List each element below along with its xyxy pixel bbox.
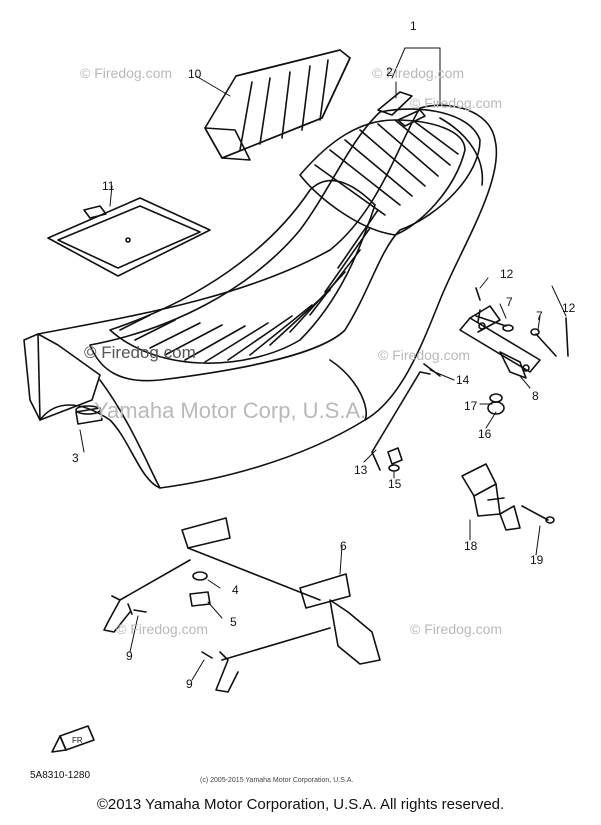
- callout-8: 8: [532, 389, 539, 403]
- callout-11: 11: [102, 179, 115, 193]
- bolt-part-19: [521, 505, 555, 524]
- callout-6: 6: [340, 539, 347, 553]
- hinge-frame-part-6: [103, 517, 381, 693]
- callout-1: 1: [410, 19, 417, 33]
- leader-lines: [79, 47, 567, 681]
- nut-part-5: [189, 591, 211, 607]
- callout-12: 12: [562, 301, 576, 315]
- callout-9: 9: [186, 677, 193, 691]
- bolt-part-9-lower: [201, 651, 213, 659]
- damper-part-17: [487, 393, 505, 415]
- bolt-part-7-right: [475, 309, 514, 332]
- callout-3: 3: [72, 451, 79, 465]
- callout-15: 15: [388, 477, 402, 491]
- watermark-firedog: © Firedog.com: [80, 65, 172, 81]
- watermark-firedog: © Firedog.com: [116, 621, 208, 637]
- callout-7: 7: [536, 309, 543, 323]
- damper-part-3: [75, 405, 103, 425]
- watermark-yamaha: Yamaha Motor Corp, U.S.A.: [94, 398, 366, 423]
- front-direction-marker: [51, 725, 95, 753]
- clamp-part-15: [387, 447, 403, 472]
- image-copyright: (c) 2005-2015 Yamaha Motor Corporation, …: [200, 777, 353, 784]
- callout-7: 7: [506, 295, 513, 309]
- seat-assembly: [23, 91, 498, 489]
- rod-part-13: [371, 371, 431, 471]
- seat-lock-part-18: [461, 463, 521, 531]
- watermark-firedog: © Firedog.com: [378, 347, 470, 363]
- callout-19: 19: [530, 553, 544, 567]
- callout-13: 13: [354, 463, 368, 477]
- callout-9: 9: [126, 649, 133, 663]
- watermark-firedog: © Firedog.com: [410, 621, 502, 637]
- pin-part-14: [423, 363, 441, 377]
- rear-bracket-part-8: [459, 305, 541, 379]
- footer-copyright: ©2013 Yamaha Motor Corporation, U.S.A. A…: [96, 796, 505, 813]
- watermark-firedog: © Firedog.com: [84, 343, 196, 362]
- fr-label: FR: [72, 736, 83, 745]
- bolt-part-9-upper: [127, 603, 147, 615]
- bolt-part-7-left: [530, 328, 557, 357]
- part-code: 5A8310-1280: [30, 770, 90, 781]
- storage-tray-part-10: [204, 49, 351, 161]
- callout-10: 10: [188, 67, 202, 81]
- callout-12: 12: [500, 267, 514, 281]
- callout-5: 5: [230, 615, 237, 629]
- pin-part-12: [475, 287, 569, 357]
- cover-plate-part-11: [47, 197, 211, 277]
- watermark-firedog: © Firedog.com: [410, 95, 502, 111]
- watermark-firedog: © Firedog.com: [372, 65, 464, 81]
- washer-part-4: [192, 571, 208, 581]
- callout-17: 17: [464, 399, 478, 413]
- callout-4: 4: [232, 583, 239, 597]
- callout-2: 2: [386, 65, 393, 79]
- callout-14: 14: [456, 373, 470, 387]
- callout-16: 16: [478, 427, 492, 441]
- callout-18: 18: [464, 539, 478, 553]
